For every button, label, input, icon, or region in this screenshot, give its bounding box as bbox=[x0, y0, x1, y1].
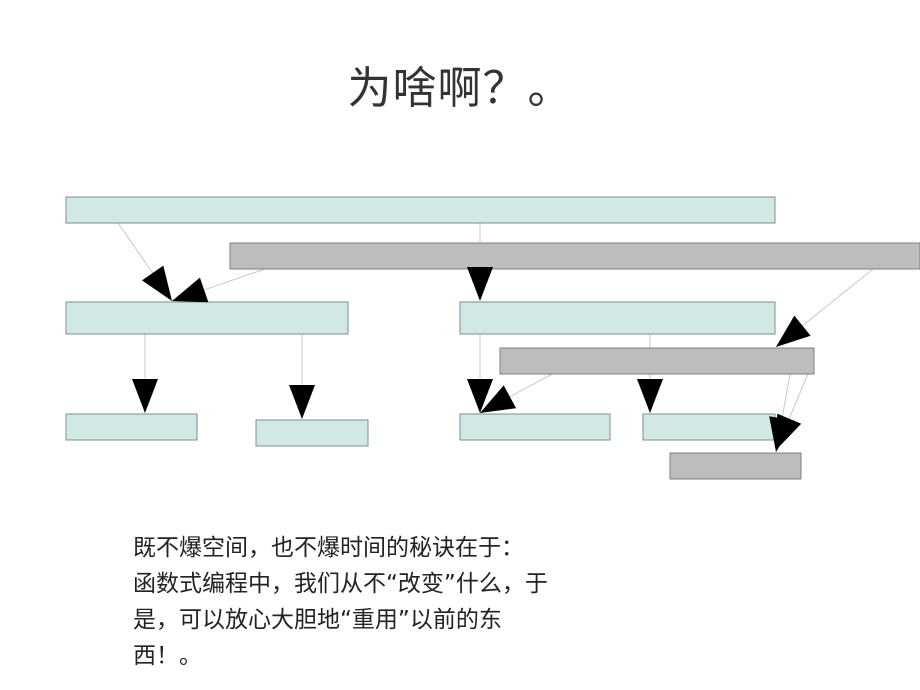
node-leaf-1 bbox=[65, 413, 198, 441]
arrowhead-new-root-to-left-child bbox=[172, 277, 209, 303]
node-new-leaf bbox=[669, 452, 802, 480]
caption-line-2: 函数式编程中，我们从不“改变”什么，于 bbox=[133, 571, 548, 597]
caption: 既不爆空间，也不爆时间的秘诀在于： 函数式编程中，我们从不“改变”什么，于 是，… bbox=[133, 530, 653, 674]
arrowhead-left-child-to-leaf-1 bbox=[132, 379, 158, 413]
caption-line-3: 是，可以放心大胆地“重用”以前的东 bbox=[133, 607, 502, 633]
node-new-root bbox=[229, 242, 920, 270]
caption-line-1: 既不爆空间，也不爆时间的秘诀在于： bbox=[133, 535, 524, 561]
node-old-root bbox=[65, 196, 776, 224]
arrowhead-new-root-to-new-right-child bbox=[776, 315, 811, 347]
arrowhead-old-root-to-left-child bbox=[142, 265, 172, 301]
node-leaf-2 bbox=[255, 419, 369, 447]
arrowhead-new-right-child-to-new-leaf bbox=[769, 416, 795, 452]
node-left-child bbox=[65, 301, 349, 335]
persistent-tree-diagram bbox=[65, 196, 920, 480]
caption-line-4: 西！。 bbox=[133, 643, 202, 669]
arrowhead-old-root-to-right-child bbox=[467, 267, 493, 301]
arrowhead-right-child-to-leaf-3 bbox=[467, 379, 493, 413]
arrowhead-right-child-to-leaf-4 bbox=[637, 379, 663, 413]
node-leaf-4 bbox=[642, 413, 776, 441]
arrowheads-layer bbox=[132, 265, 811, 452]
nodes-layer bbox=[65, 196, 920, 480]
node-new-right-child bbox=[499, 347, 815, 375]
arrowhead-new-right-child-to-leaf-3 bbox=[480, 385, 517, 413]
node-right-child bbox=[459, 301, 776, 335]
slide-title: 为啥啊？。 bbox=[347, 63, 573, 114]
node-leaf-3 bbox=[459, 413, 611, 441]
arrowhead-left-child-to-leaf-2 bbox=[289, 385, 315, 419]
